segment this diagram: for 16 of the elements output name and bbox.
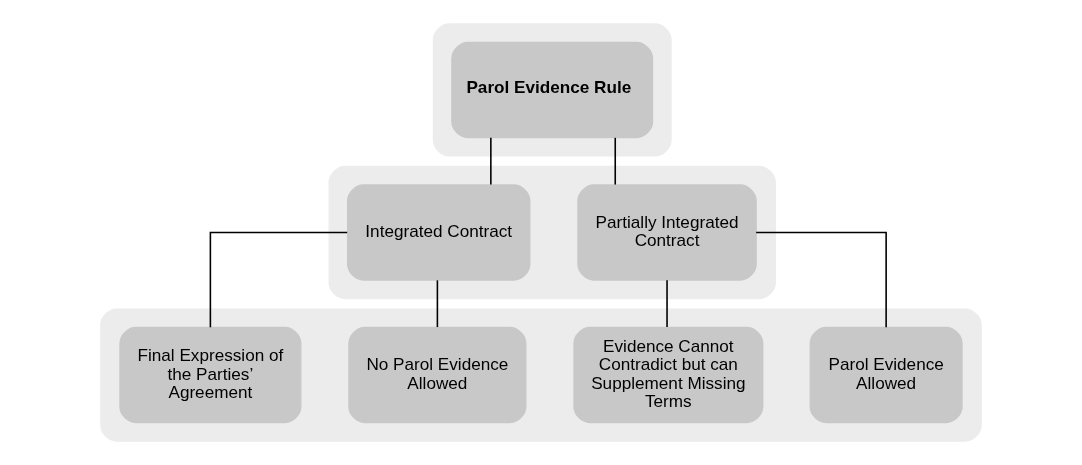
- cluster: [432, 23, 672, 157]
- node-box: Parol Evidence Rule: [451, 41, 654, 139]
- node-box: Parol Evidence Allowed: [809, 326, 963, 424]
- node-box: No Parol Evidence Allowed: [348, 326, 527, 424]
- connector: [666, 279, 668, 328]
- connector: [490, 137, 492, 186]
- node-box: Final Expression of the Parties’ Agreement: [119, 326, 302, 424]
- node-box: Integrated Contract: [347, 184, 531, 281]
- connector: [209, 231, 348, 328]
- connector: [614, 137, 617, 186]
- node-box: Evidence Cannot Contradict but can Supplement Missing Terms: [573, 326, 764, 424]
- cluster: [328, 165, 776, 300]
- connector: [436, 279, 439, 328]
- node-box: Partially Integrated Contract: [577, 184, 757, 281]
- cluster: [100, 308, 982, 442]
- connector: [755, 231, 887, 328]
